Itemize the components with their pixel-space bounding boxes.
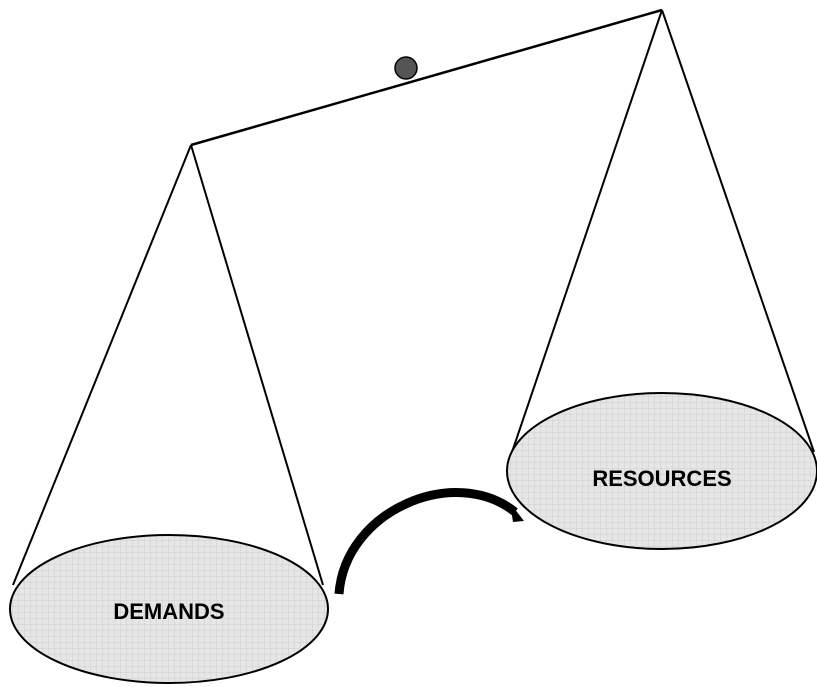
scale-beam [190,8,663,147]
right-string-inner [509,9,663,459]
resources-pan: RESOURCES [506,392,817,550]
resources-pan-ellipse [506,392,817,550]
demands-pan-ellipse [9,534,329,684]
demands-pan: DEMANDS [9,534,329,684]
right-string-outer [661,9,815,453]
resources-label: RESOURCES [592,466,731,491]
pivot-knob [394,56,418,80]
transfer-arc-arrow [334,488,518,595]
left-string-inner [190,144,324,586]
demands-label: DEMANDS [113,599,224,624]
transfer-arc-arrowhead [510,503,524,522]
left-string-outer [12,144,192,586]
